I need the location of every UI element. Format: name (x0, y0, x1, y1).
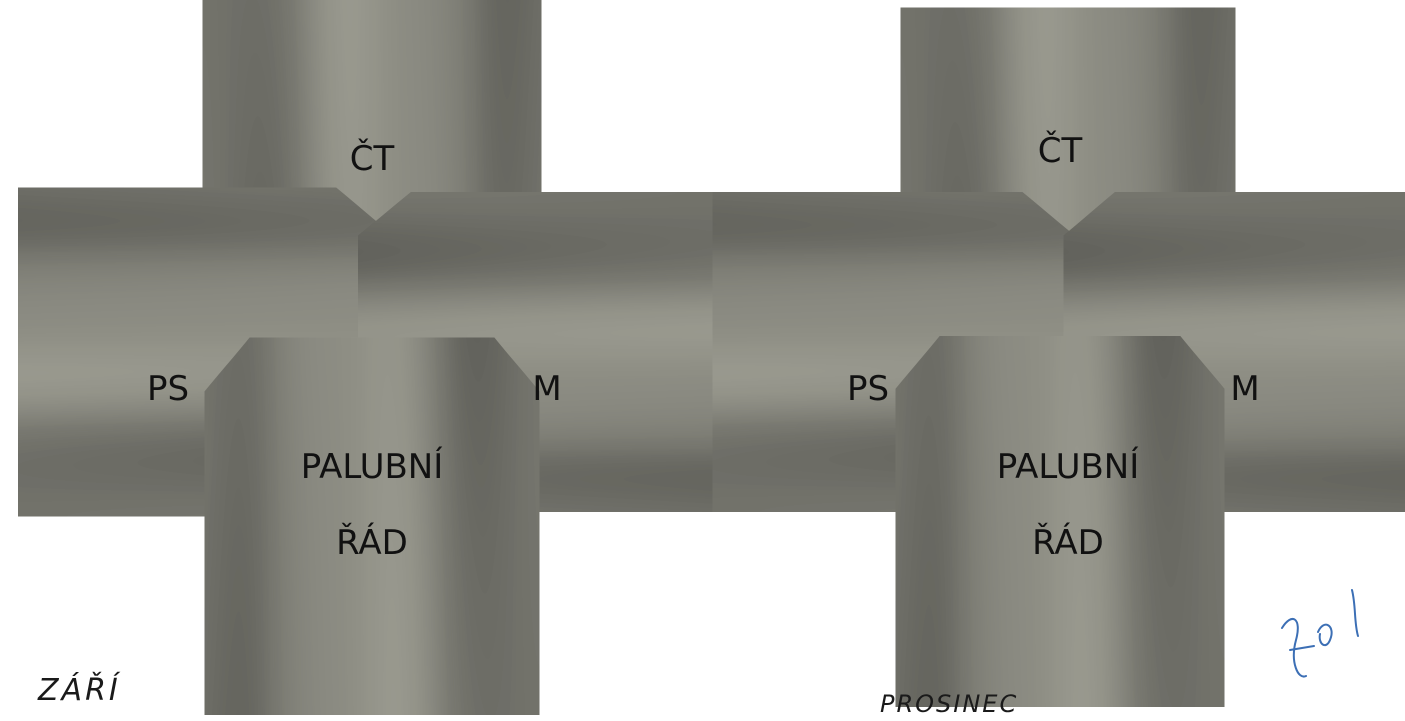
petal-label-left: PS (847, 369, 889, 409)
petal-label-bottom-line-1: PALUBNÍ (997, 446, 1140, 487)
petal-label-left: PS (147, 369, 189, 409)
petal-bottom (910, 353, 1209, 690)
petal-label-right: M (532, 369, 561, 409)
month-label-september: ZÁŘÍ (37, 672, 121, 708)
petal-label-top: ČT (1038, 130, 1083, 171)
petal-label-right: M (1230, 369, 1259, 409)
clover-september: ČT PS M PALUBNÍ ŘÁD (35, 15, 707, 697)
month-label-december: PROSINEC (880, 690, 1018, 718)
clover-december: ČT PS M PALUBNÍ ŘÁD (729, 24, 1403, 690)
petal-label-top: ČT (350, 138, 395, 179)
petal-label-bottom-line-1: PALUBNÍ (301, 446, 444, 487)
petal-label-bottom-line-2: ŘÁD (1032, 522, 1104, 563)
petal-label-bottom-line-2: ŘÁD (336, 522, 408, 563)
